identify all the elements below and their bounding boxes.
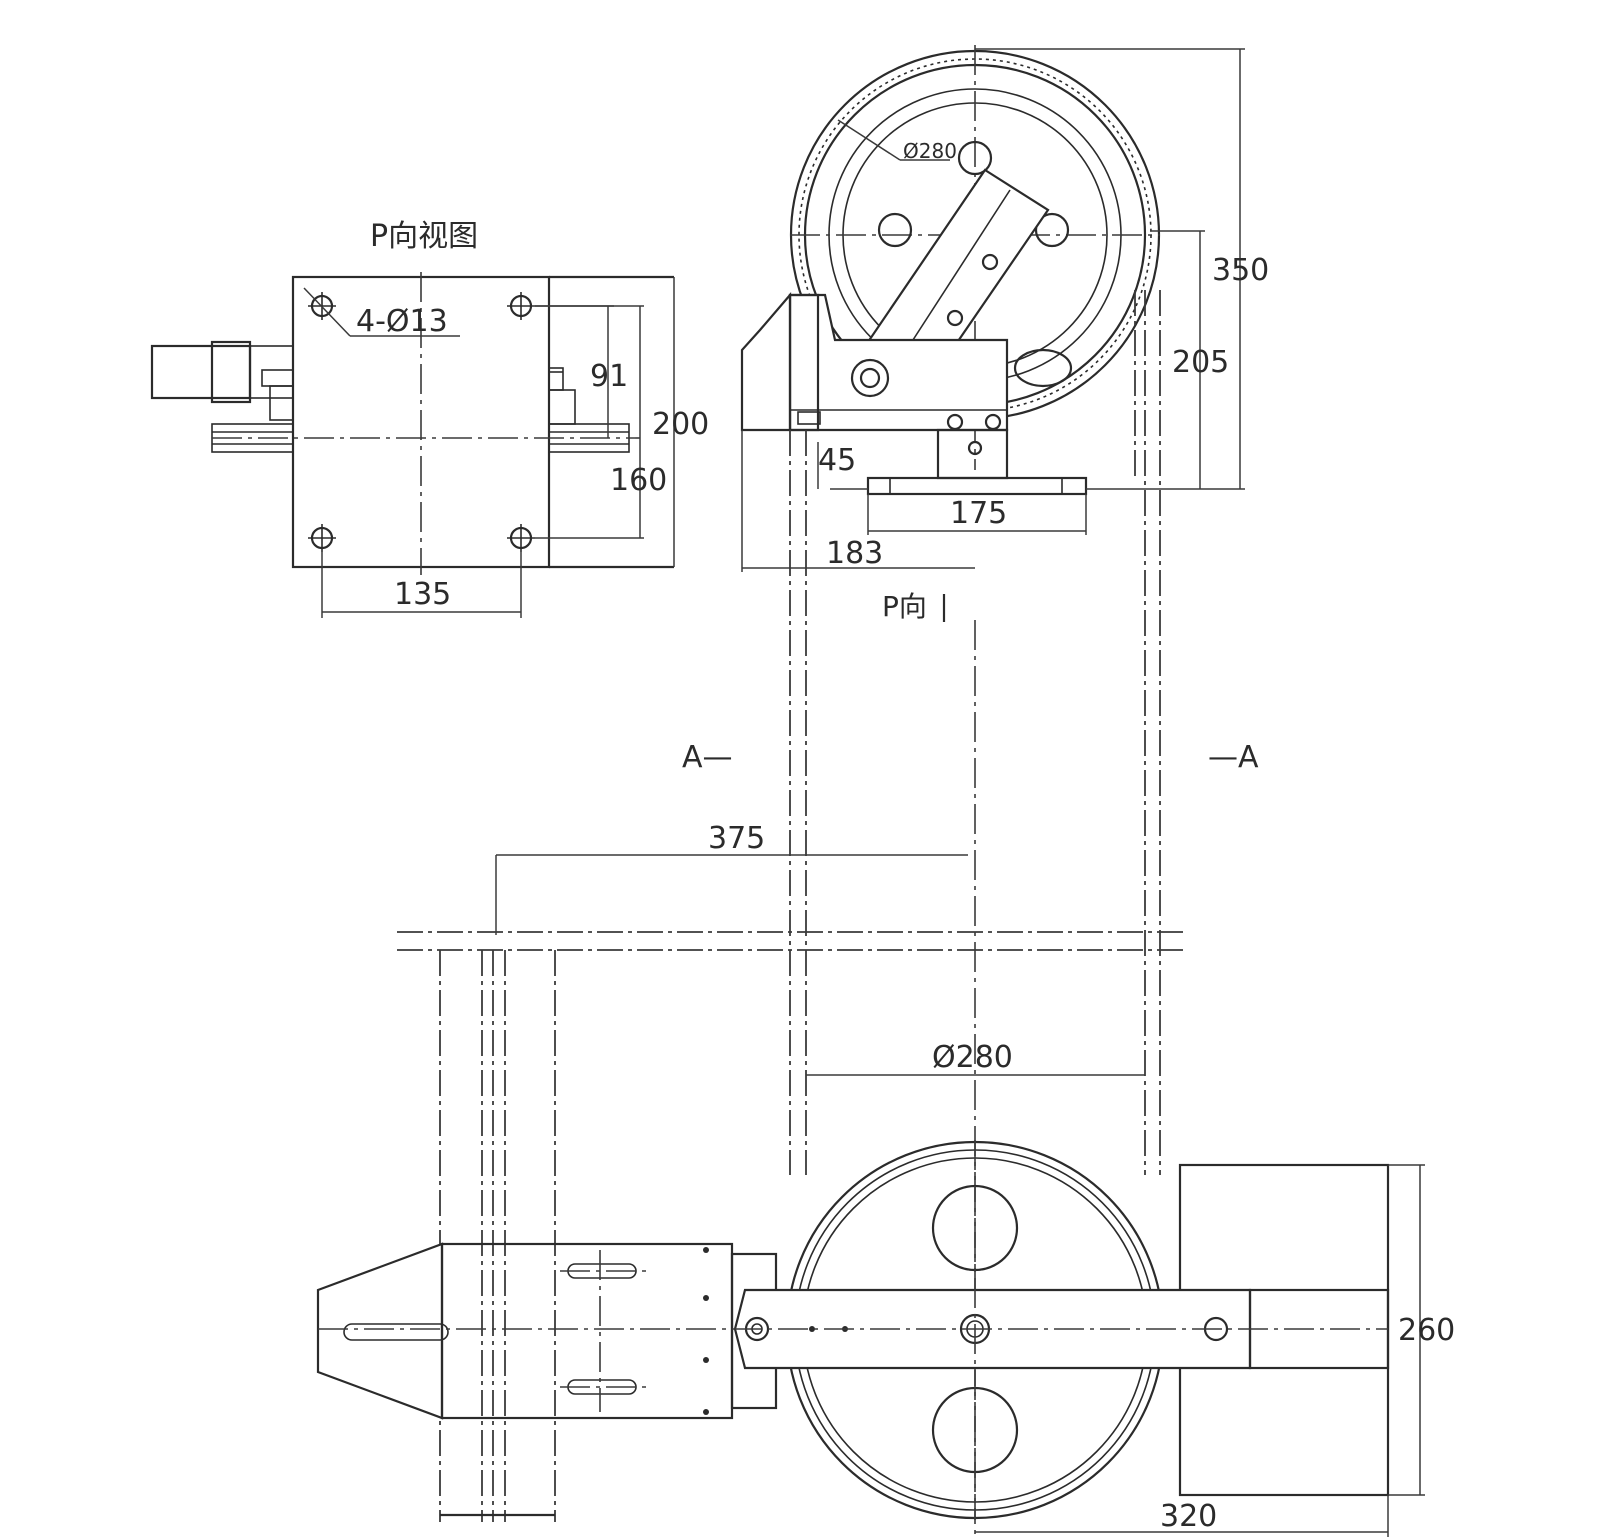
- dim-320: 320: [1160, 1499, 1217, 1534]
- floor-beam: [397, 931, 1184, 1522]
- base-plate: [866, 476, 1088, 496]
- tension-arm: [733, 1288, 1252, 1370]
- section-mark-right: —A: [1208, 740, 1259, 775]
- section-mark-left: A—: [682, 740, 733, 775]
- motor-body: [150, 344, 252, 400]
- top-view: Ø280 350 205 45 175 183 P向: [740, 45, 1269, 623]
- dia-280-group: Ø280: [806, 1040, 1145, 1076]
- mount-hole: [507, 524, 535, 552]
- dia-280: Ø280: [932, 1040, 1013, 1075]
- dia-280-small: Ø280: [903, 139, 957, 163]
- tension-bracket-tip: [316, 1242, 444, 1420]
- tension-device: 260 320: [316, 1140, 1455, 1537]
- dim-175: 175: [950, 496, 1007, 531]
- dim-135: 135: [394, 577, 451, 612]
- p-view-title: P向视图: [370, 219, 478, 254]
- holes-callout: 4-Ø13: [356, 304, 448, 339]
- mount-hole: [507, 292, 535, 320]
- dim-91: 91: [590, 359, 628, 394]
- dim-205: 205: [1172, 345, 1229, 380]
- dim-375-group: 375: [495, 821, 968, 935]
- mount-hole: [308, 524, 336, 552]
- wheel-hole: [877, 212, 913, 248]
- p-direction-view: P向视图: [150, 219, 709, 618]
- dim-260: 260: [1398, 1313, 1455, 1348]
- tension-bracket: [440, 1242, 734, 1420]
- dim-183: 183: [826, 536, 883, 571]
- dim-375: 375: [708, 821, 765, 856]
- dim-350: 350: [1212, 253, 1269, 288]
- dim-45: 45: [818, 443, 856, 478]
- wheel-hole: [957, 140, 993, 176]
- dim-200: 200: [652, 407, 709, 442]
- pivot-roller: [850, 358, 890, 398]
- dim-160: 160: [610, 463, 667, 498]
- wheel-hole: [1034, 212, 1070, 248]
- rope-lines: [789, 290, 1161, 1175]
- p-direction-label: P向: [882, 590, 927, 623]
